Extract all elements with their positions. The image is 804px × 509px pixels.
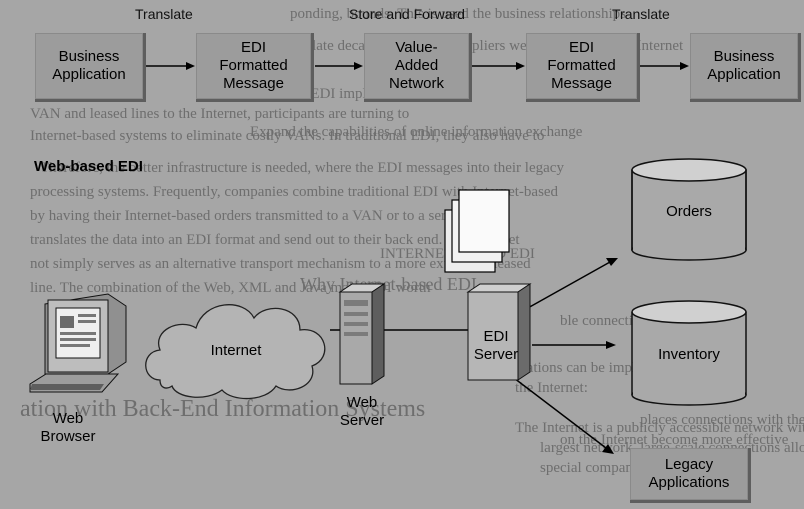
label-internet: Internet — [196, 342, 276, 360]
label-line: Inventory — [658, 346, 720, 363]
label-inventory: Inventory — [640, 346, 738, 364]
section-title-web-based-edi: Web-based EDI — [34, 158, 143, 175]
box-line: Value- — [395, 39, 438, 56]
label-line: Browser — [40, 428, 96, 445]
edi-server-icon — [466, 283, 532, 381]
bg-text-line: Why Internet-based EDI — [300, 274, 477, 294]
arrowhead-4 — [680, 62, 689, 70]
web-server-icon — [338, 283, 386, 385]
label-line: Web — [52, 410, 84, 427]
label-line: EDI — [483, 328, 509, 345]
arrowhead-orders — [606, 258, 618, 266]
document-sheet — [458, 189, 510, 253]
step-label-translate-1: Translate — [135, 6, 193, 22]
arrowhead-2 — [354, 62, 363, 70]
box-line: Business — [58, 48, 120, 65]
box-business-application-source: Business Application — [35, 33, 146, 102]
label-web-browser: Web Browser — [28, 410, 108, 446]
bg-text-line: processing systems. Frequently, companie… — [30, 184, 559, 200]
bg-text-line: ation with Back-End Information Systems — [20, 396, 425, 422]
inventory-database-icon — [631, 300, 747, 406]
arrowhead-3 — [516, 62, 525, 70]
arrowhead-legacy — [602, 444, 614, 454]
box-line: Legacy — [664, 456, 714, 473]
bg-text-line: Internet-based systems to eliminate cost… — [30, 128, 544, 144]
documents-icon — [444, 189, 510, 273]
box-line: Network — [388, 75, 444, 92]
computer-icon — [29, 293, 127, 393]
box-line: Application — [52, 66, 126, 83]
box-line: Formatted — [219, 57, 288, 74]
arrowhead-1 — [186, 62, 195, 70]
orders-database-icon — [631, 158, 747, 261]
box-line: Business — [713, 48, 775, 65]
label-line: Web — [346, 394, 378, 411]
bg-text-line: places connections with the — [640, 412, 804, 428]
bg-text-line: on the Internet become more effective — [560, 432, 789, 448]
box-line: Application — [707, 66, 781, 83]
box-line: Formatted — [547, 57, 616, 74]
box-edi-formatted-message-2: EDI Formatted Message — [526, 33, 640, 102]
box-line: Message — [223, 75, 284, 92]
label-line: Internet — [210, 342, 262, 359]
bg-text-line: translates the data into an EDI format a… — [30, 232, 520, 248]
bg-text-line: Therefore, the better infrastructure is … — [40, 160, 564, 176]
box-line: Added — [394, 57, 439, 74]
bg-text-line: The Internet is a publicly accessible ne… — [515, 420, 804, 436]
box-line: Applications — [648, 474, 730, 491]
label-line: Orders — [666, 203, 712, 220]
bg-text-line: line. The combination of the Web, XML an… — [30, 280, 431, 296]
label-line: Server — [473, 346, 519, 363]
label-edi-server: EDI Server — [456, 328, 536, 364]
bg-text-line: ponding, bounds. This is used the busine… — [290, 6, 626, 22]
label-line: Server — [339, 412, 385, 429]
box-business-application-destination: Business Application — [690, 33, 801, 102]
bg-text-line: Expand the capabilities of online inform… — [250, 124, 583, 140]
bg-text-line: not simply serves as an alternative tran… — [30, 256, 531, 272]
step-label-store-forward: Store and Forward — [349, 6, 465, 22]
bg-text-line: by having their Internet-based orders tr… — [30, 208, 492, 224]
box-line: Message — [551, 75, 612, 92]
bg-text-line: VAN and leased lines to the Internet, pa… — [30, 106, 409, 122]
box-line: EDI — [240, 39, 266, 56]
box-edi-formatted-message-1: EDI Formatted Message — [196, 33, 314, 102]
box-legacy-applications: Legacy Applications — [630, 448, 751, 503]
box-value-added-network: Value- Added Network — [364, 33, 472, 102]
arrowhead-inventory — [606, 341, 616, 349]
label-orders: Orders — [646, 203, 732, 221]
box-line: EDI — [568, 39, 594, 56]
link-edi-legacy — [509, 374, 607, 449]
internet-cloud-icon — [145, 304, 326, 400]
label-web-server: Web Server — [322, 394, 402, 430]
top-flow-arrows — [146, 62, 689, 70]
step-label-translate-2: Translate — [612, 6, 670, 22]
